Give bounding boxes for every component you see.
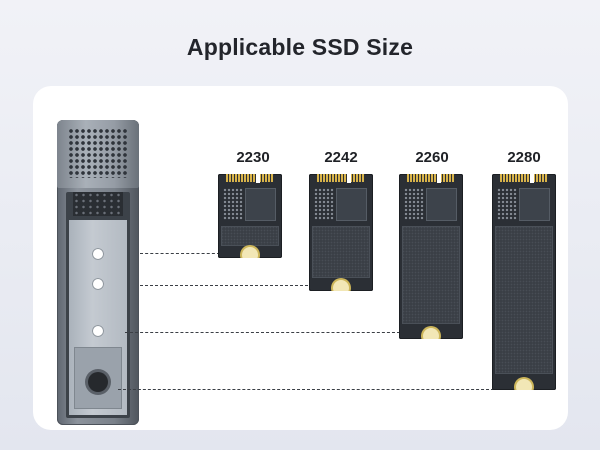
enclosure-cap (57, 120, 139, 188)
guide-line-2280 (118, 389, 494, 390)
gold-contacts (226, 174, 274, 182)
screw-notch (423, 328, 439, 339)
ssd-2230 (218, 174, 282, 258)
ssd-label-2242: 2242 (324, 149, 358, 166)
guide-line-2242 (140, 285, 308, 286)
bridge-board (73, 192, 123, 216)
mount-hole-2230 (92, 248, 104, 260)
components (223, 188, 243, 220)
controller-chip (336, 188, 367, 221)
ssd-enclosure (57, 120, 139, 425)
vent-grille (68, 128, 128, 178)
ssd-2260 (399, 174, 463, 339)
guide-line-2230 (140, 253, 220, 254)
key-notch (437, 174, 441, 183)
key-notch (256, 174, 260, 183)
controller-chip (426, 188, 457, 221)
ssd-2242 (309, 174, 373, 291)
screw-notch (242, 247, 258, 258)
ssd-label-2260: 2260 (415, 149, 449, 166)
ssd-label-2280: 2280 (507, 149, 541, 166)
nand-area (495, 226, 553, 374)
ssd-label-2230: 2230 (236, 149, 270, 166)
guide-line-2260 (125, 332, 400, 333)
key-notch (530, 174, 534, 183)
controller-chip (519, 188, 550, 221)
components (497, 188, 517, 220)
page-title: Applicable SSD Size (186, 34, 414, 60)
nand-area (221, 226, 279, 246)
mount-hole-2242 (92, 278, 104, 290)
nand-area (312, 226, 370, 278)
screw-notch (333, 280, 349, 291)
ssd-2280 (492, 174, 556, 390)
gold-contacts (407, 174, 455, 182)
components (314, 188, 334, 220)
gold-contacts (317, 174, 365, 182)
screw-notch (516, 379, 532, 390)
components (404, 188, 424, 220)
gold-contacts (500, 174, 548, 182)
key-notch (347, 174, 351, 183)
screw-knob (88, 372, 108, 392)
controller-chip (245, 188, 276, 221)
mount-hole-2260 (92, 325, 104, 337)
nand-area (402, 226, 460, 324)
